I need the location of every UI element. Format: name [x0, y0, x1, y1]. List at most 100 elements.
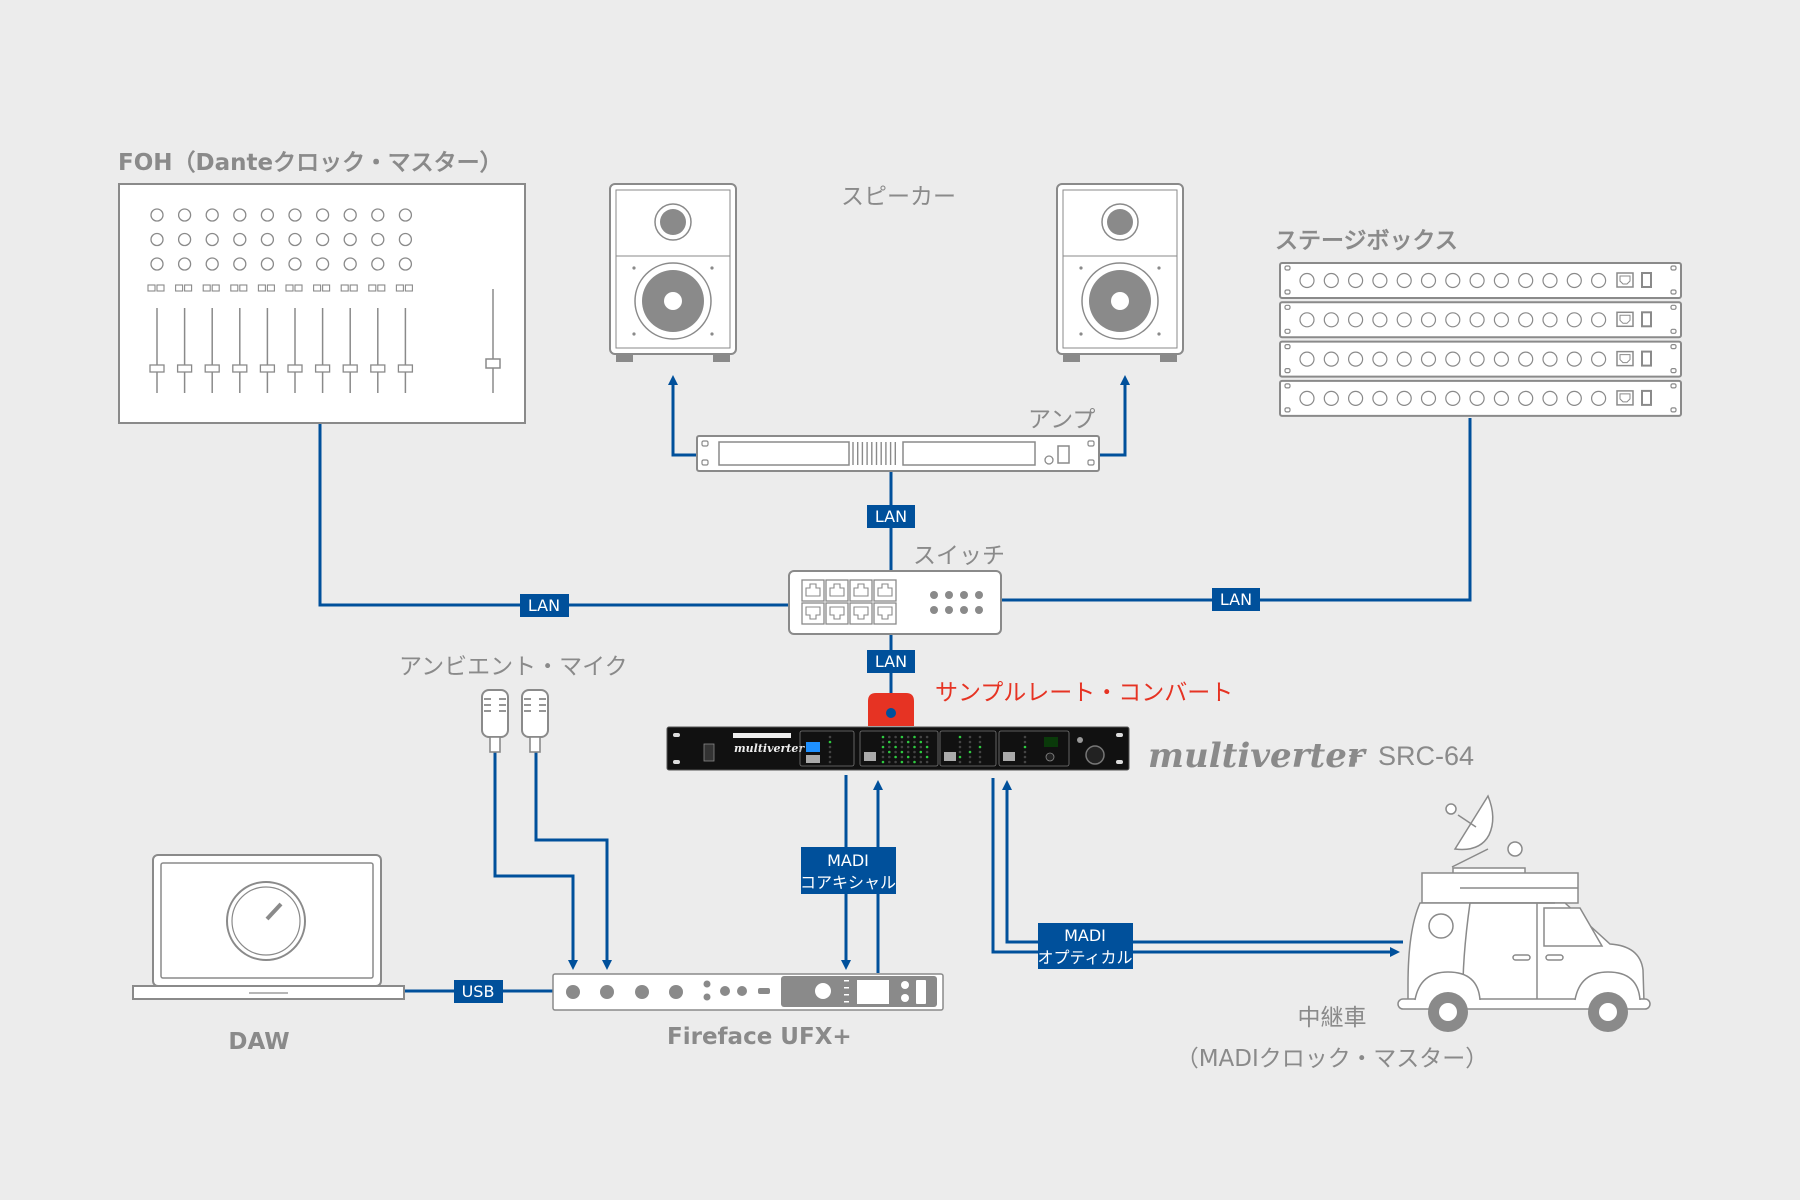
fader-knob	[259, 364, 276, 373]
rack-hole	[1670, 265, 1677, 271]
panel-led	[1023, 745, 1027, 749]
panel-led	[913, 740, 916, 744]
stagebox-label: ステージボックス	[1275, 228, 1458, 254]
tag-bg	[867, 650, 915, 673]
rack-hole	[1670, 368, 1677, 374]
master-fader-knob	[485, 358, 501, 369]
panel-led	[919, 755, 923, 759]
panel-led	[968, 755, 972, 759]
xlr-input	[1469, 272, 1485, 289]
fireface-meter	[844, 994, 849, 996]
console-button	[266, 284, 275, 292]
console-button	[349, 284, 358, 292]
fader-knob	[287, 364, 303, 373]
xlr-input	[1469, 312, 1485, 328]
xlr-input	[1493, 272, 1510, 289]
console-knob	[398, 208, 413, 222]
van-door-handle	[1545, 954, 1564, 961]
woofer-cap	[1111, 292, 1129, 310]
switch-leds	[930, 591, 983, 614]
panel-led	[888, 740, 891, 744]
amp-knob	[1044, 455, 1054, 465]
mic-left	[481, 689, 509, 753]
xlr-input	[1420, 351, 1437, 367]
amp-panel-left	[718, 441, 850, 466]
panel-led	[978, 740, 982, 744]
panel-led	[968, 750, 972, 754]
console-knob	[177, 257, 192, 271]
xlr-input	[1347, 351, 1364, 367]
power-switch	[1641, 350, 1652, 367]
power-switch	[1641, 389, 1652, 406]
console-knob	[177, 208, 192, 222]
amp-vent	[852, 442, 896, 465]
ethernet-port	[1616, 390, 1634, 406]
console-knob	[343, 208, 357, 222]
speaker-screw	[1157, 266, 1161, 270]
fireface-input-3	[635, 985, 649, 999]
speaker-right	[1056, 183, 1184, 362]
stagebox-unit	[1279, 262, 1682, 299]
console-knob	[233, 232, 247, 247]
mic-connector	[529, 736, 541, 753]
switch-port	[873, 579, 897, 602]
foh-console: FOH（Danteクロック・マスター）	[118, 149, 526, 424]
console-button	[404, 284, 413, 292]
console-knob	[288, 208, 302, 222]
xlr-input	[1299, 351, 1315, 367]
stagebox-unit	[1279, 379, 1682, 417]
xlr-input	[1590, 312, 1607, 328]
panel-led	[894, 735, 897, 739]
xlr-input	[1445, 390, 1461, 406]
ethernet-port-inner	[1619, 354, 1631, 364]
xlr-input	[1518, 312, 1534, 328]
xlr-input	[1323, 312, 1339, 328]
console-knob	[233, 257, 247, 271]
xlr-input	[1493, 312, 1510, 328]
xlr-input	[1493, 351, 1510, 367]
panel-led	[881, 740, 885, 744]
xlr-input	[1323, 390, 1339, 406]
switch-label: スイッチ	[913, 543, 1005, 569]
panel-led	[925, 740, 929, 744]
panel-led	[828, 735, 832, 739]
foh-label: FOH（Danteクロック・マスター）	[118, 149, 503, 176]
xlr-input	[1396, 272, 1412, 289]
panel-led	[894, 745, 897, 749]
daw-label: DAW	[228, 1029, 289, 1055]
panel-led	[958, 755, 962, 759]
fireface-input-4	[669, 985, 683, 999]
panel-led	[968, 745, 972, 749]
rack-hole	[673, 733, 680, 737]
tag-bg	[1212, 588, 1260, 611]
brand-model: SRC-64	[1378, 741, 1474, 771]
xlr-input	[1445, 312, 1461, 328]
panel-section-monitor	[998, 730, 1070, 767]
switch-port-inner	[853, 583, 869, 597]
panel-led	[1023, 755, 1027, 759]
src-label: サンプルレート・コンバート	[935, 680, 1233, 706]
console-knobs	[150, 208, 413, 271]
panel-section-routing	[859, 730, 939, 767]
xlr-input	[1347, 272, 1364, 289]
fader-knob	[370, 364, 386, 373]
xlr-input	[1323, 351, 1339, 367]
brand-name: multiverter	[1148, 736, 1367, 776]
mics-label: アンビエント・マイク	[399, 654, 628, 680]
xlr-input	[1299, 390, 1315, 406]
tag-text: LAN	[875, 507, 907, 526]
xlr-input	[1518, 272, 1534, 289]
speaker-screw	[710, 266, 714, 270]
xlr-input	[1469, 351, 1485, 367]
rack-hole	[1116, 760, 1123, 764]
switch-port-inner	[877, 583, 893, 597]
amp-panel-right	[902, 441, 1036, 466]
panel-led	[828, 740, 832, 744]
panel-led	[919, 760, 923, 764]
console-button	[239, 284, 248, 292]
console-button	[184, 284, 193, 292]
switch-led	[945, 591, 953, 599]
tag-text-line2: オプティカル	[1037, 948, 1132, 967]
console-button	[313, 284, 322, 292]
panel-led	[828, 750, 832, 754]
